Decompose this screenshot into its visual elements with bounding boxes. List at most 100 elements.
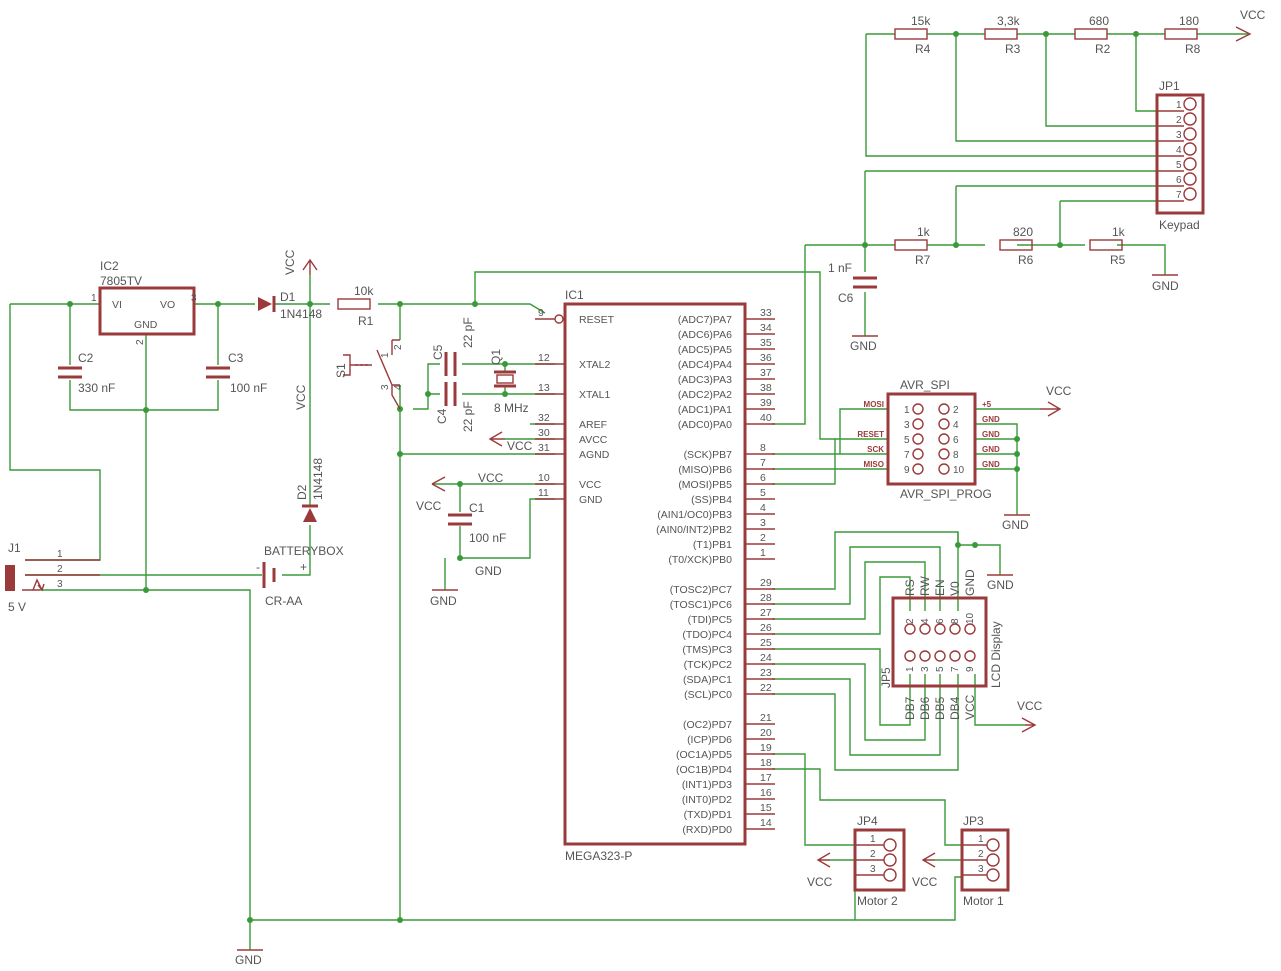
svg-text:100 nF: 100 nF — [230, 381, 267, 395]
avr-pin-number: 5 — [904, 435, 910, 446]
ic1-pin-number: 28 — [760, 592, 772, 604]
svg-text:Keypad: Keypad — [1159, 218, 1200, 232]
svg-text:J1: J1 — [8, 541, 21, 555]
ic1-pin-number: 14 — [760, 817, 772, 829]
ic1-pin-name: (ICP)PD6 — [687, 734, 732, 746]
ic1-pin-number: 9 — [538, 307, 544, 319]
ic1-pin-number: 3 — [760, 517, 766, 529]
svg-text:S1: S1 — [334, 363, 348, 378]
keypad-pin — [1183, 112, 1197, 126]
lcd-pin-odd — [904, 650, 916, 662]
lcd-pin-signal: RS — [903, 579, 917, 596]
avr-pin-number: 10 — [953, 465, 965, 476]
svg-text:R2: R2 — [1095, 42, 1111, 56]
ic1-pin-name: AVCC — [579, 434, 608, 446]
lcd-pin-even — [919, 623, 931, 635]
capacitor-c6: 1 nF C6 — [828, 261, 877, 305]
gnd-label-ic: GND — [475, 564, 502, 578]
vcc-arrow-m2 — [816, 852, 831, 868]
microcontroller-ic1: IC1 MEGA323-P 9RESET12XTAL213XTAL132AREF… — [535, 288, 775, 863]
ic1-right-pins: 33(ADC7)PA734(ADC6)PA635(ADC5)PA536(ADC4… — [656, 307, 775, 836]
motor-pin-number: 1 — [978, 834, 984, 845]
lcd-pin-number: 1 — [905, 666, 916, 672]
lcd-pin-odd — [919, 650, 931, 662]
svg-text:JP1: JP1 — [1159, 79, 1180, 93]
keypad-pin — [1183, 187, 1197, 201]
ic1-pin-name: (AIN1/OC0)PB3 — [657, 509, 732, 521]
lcd-pin-signal: GND — [963, 569, 977, 596]
avr-pin-number: 4 — [953, 420, 959, 431]
lcd-pin-even — [949, 623, 961, 635]
ic1-pin-number: 30 — [538, 427, 550, 439]
svg-text:Q1: Q1 — [489, 349, 503, 365]
motor-pin-number: 3 — [870, 864, 876, 875]
svg-text:10k: 10k — [354, 284, 374, 298]
svg-text:8 MHz: 8 MHz — [494, 401, 529, 415]
lcd-pin-signal: DB6 — [918, 696, 932, 720]
avr-pin-signal: GND — [982, 445, 1000, 454]
ic1-pin-number: 40 — [760, 412, 772, 424]
svg-text:680: 680 — [1089, 14, 1109, 28]
resistor-r7: 1k R7 — [894, 225, 931, 267]
ic1-pin-number: 10 — [538, 472, 550, 484]
lcd-pin-number: 10 — [965, 612, 976, 624]
vcc-label-d2: VCC — [294, 384, 308, 410]
svg-text:AVR_SPI: AVR_SPI — [900, 378, 950, 392]
vcc-arrow-top — [1235, 26, 1252, 42]
svg-text:1 nF: 1 nF — [828, 261, 852, 275]
svg-text:2: 2 — [393, 344, 404, 350]
vcc-label-ic: VCC — [478, 471, 504, 485]
ic1-pin-number: 36 — [760, 352, 772, 364]
capacitor-c5: C5 22 pF — [431, 317, 475, 376]
ic1-pin-name: (SS)PB4 — [691, 494, 732, 506]
ic1-pin-number: 20 — [760, 727, 772, 739]
ic1-pin-name: (OC1A)PD5 — [676, 749, 732, 761]
vcc-label-d1: VCC — [283, 249, 297, 275]
svg-text:R1: R1 — [358, 314, 374, 328]
ic1-pin-name: (TXD)PD1 — [684, 809, 733, 821]
resistor-r8: 180 R8 — [1164, 14, 1201, 56]
avr-pin-signal: GND — [982, 430, 1000, 439]
resistor-r4: 15k R4 — [894, 14, 931, 56]
ic1-pin-number: 5 — [760, 487, 766, 499]
svg-text:3: 3 — [191, 293, 197, 304]
lcd-pin-odd — [964, 650, 976, 662]
keypad-pin-number: 5 — [1176, 160, 1182, 171]
avr-pin-signal: GND — [982, 460, 1000, 469]
capacitor-c4: C4 22 pF — [435, 382, 475, 432]
capacitors: C2 330 nF C3 100 nF C1 100 nF 1 nF C6 C5… — [58, 261, 877, 545]
ic1-pin-number: 4 — [760, 502, 766, 514]
ic1-pin-number: 34 — [760, 322, 772, 334]
supplies: VCC VCC VCC VCC VCC VCC VCC VCC VCC VCC … — [235, 8, 1266, 967]
ic1-pin-name: (ADC6)PA6 — [678, 329, 732, 341]
ic1-pin-number: 35 — [760, 337, 772, 349]
avr-pin-number: 2 — [953, 405, 959, 416]
ic1-pin-name: (AIN0/INT2)PB2 — [656, 524, 732, 536]
svg-text:3: 3 — [380, 384, 391, 390]
ic1-pin-name: (ADC4)PA4 — [678, 359, 732, 371]
ic1-pin-name: XTAL2 — [579, 359, 610, 371]
avr-pin-number: 3 — [904, 420, 910, 431]
ic1-pin-number: 27 — [760, 607, 772, 619]
motor-pin — [883, 853, 897, 867]
ic1-pin-name: (T1)PB1 — [693, 539, 732, 551]
ic1-pin-name: (ADC2)PA2 — [678, 389, 732, 401]
keypad-pin — [1183, 97, 1197, 111]
ic1-pin-number: 22 — [760, 682, 772, 694]
ic1-pin-name: (TOSC1)PC6 — [670, 599, 732, 611]
ic1-pin-number: 17 — [760, 772, 772, 784]
keypad-pin-number: 2 — [1176, 115, 1182, 126]
ic1-pin-number: 37 — [760, 367, 772, 379]
avr-pin-even — [938, 403, 950, 415]
power-jack-j1: J1 5 V 1 2 3 — [5, 541, 100, 614]
svg-text:5 V: 5 V — [8, 600, 26, 614]
ic1-pin-number: 8 — [760, 442, 766, 454]
resistor-r2: 680 R2 — [1074, 14, 1111, 56]
avr-pin-even — [938, 463, 950, 475]
svg-text:820: 820 — [1013, 225, 1033, 239]
avr-pin-number: 8 — [953, 450, 959, 461]
svg-text:C3: C3 — [228, 351, 244, 365]
svg-text:R8: R8 — [1185, 42, 1201, 56]
motor-pin — [883, 838, 897, 852]
avr-pin-signal: RESET — [857, 430, 884, 439]
